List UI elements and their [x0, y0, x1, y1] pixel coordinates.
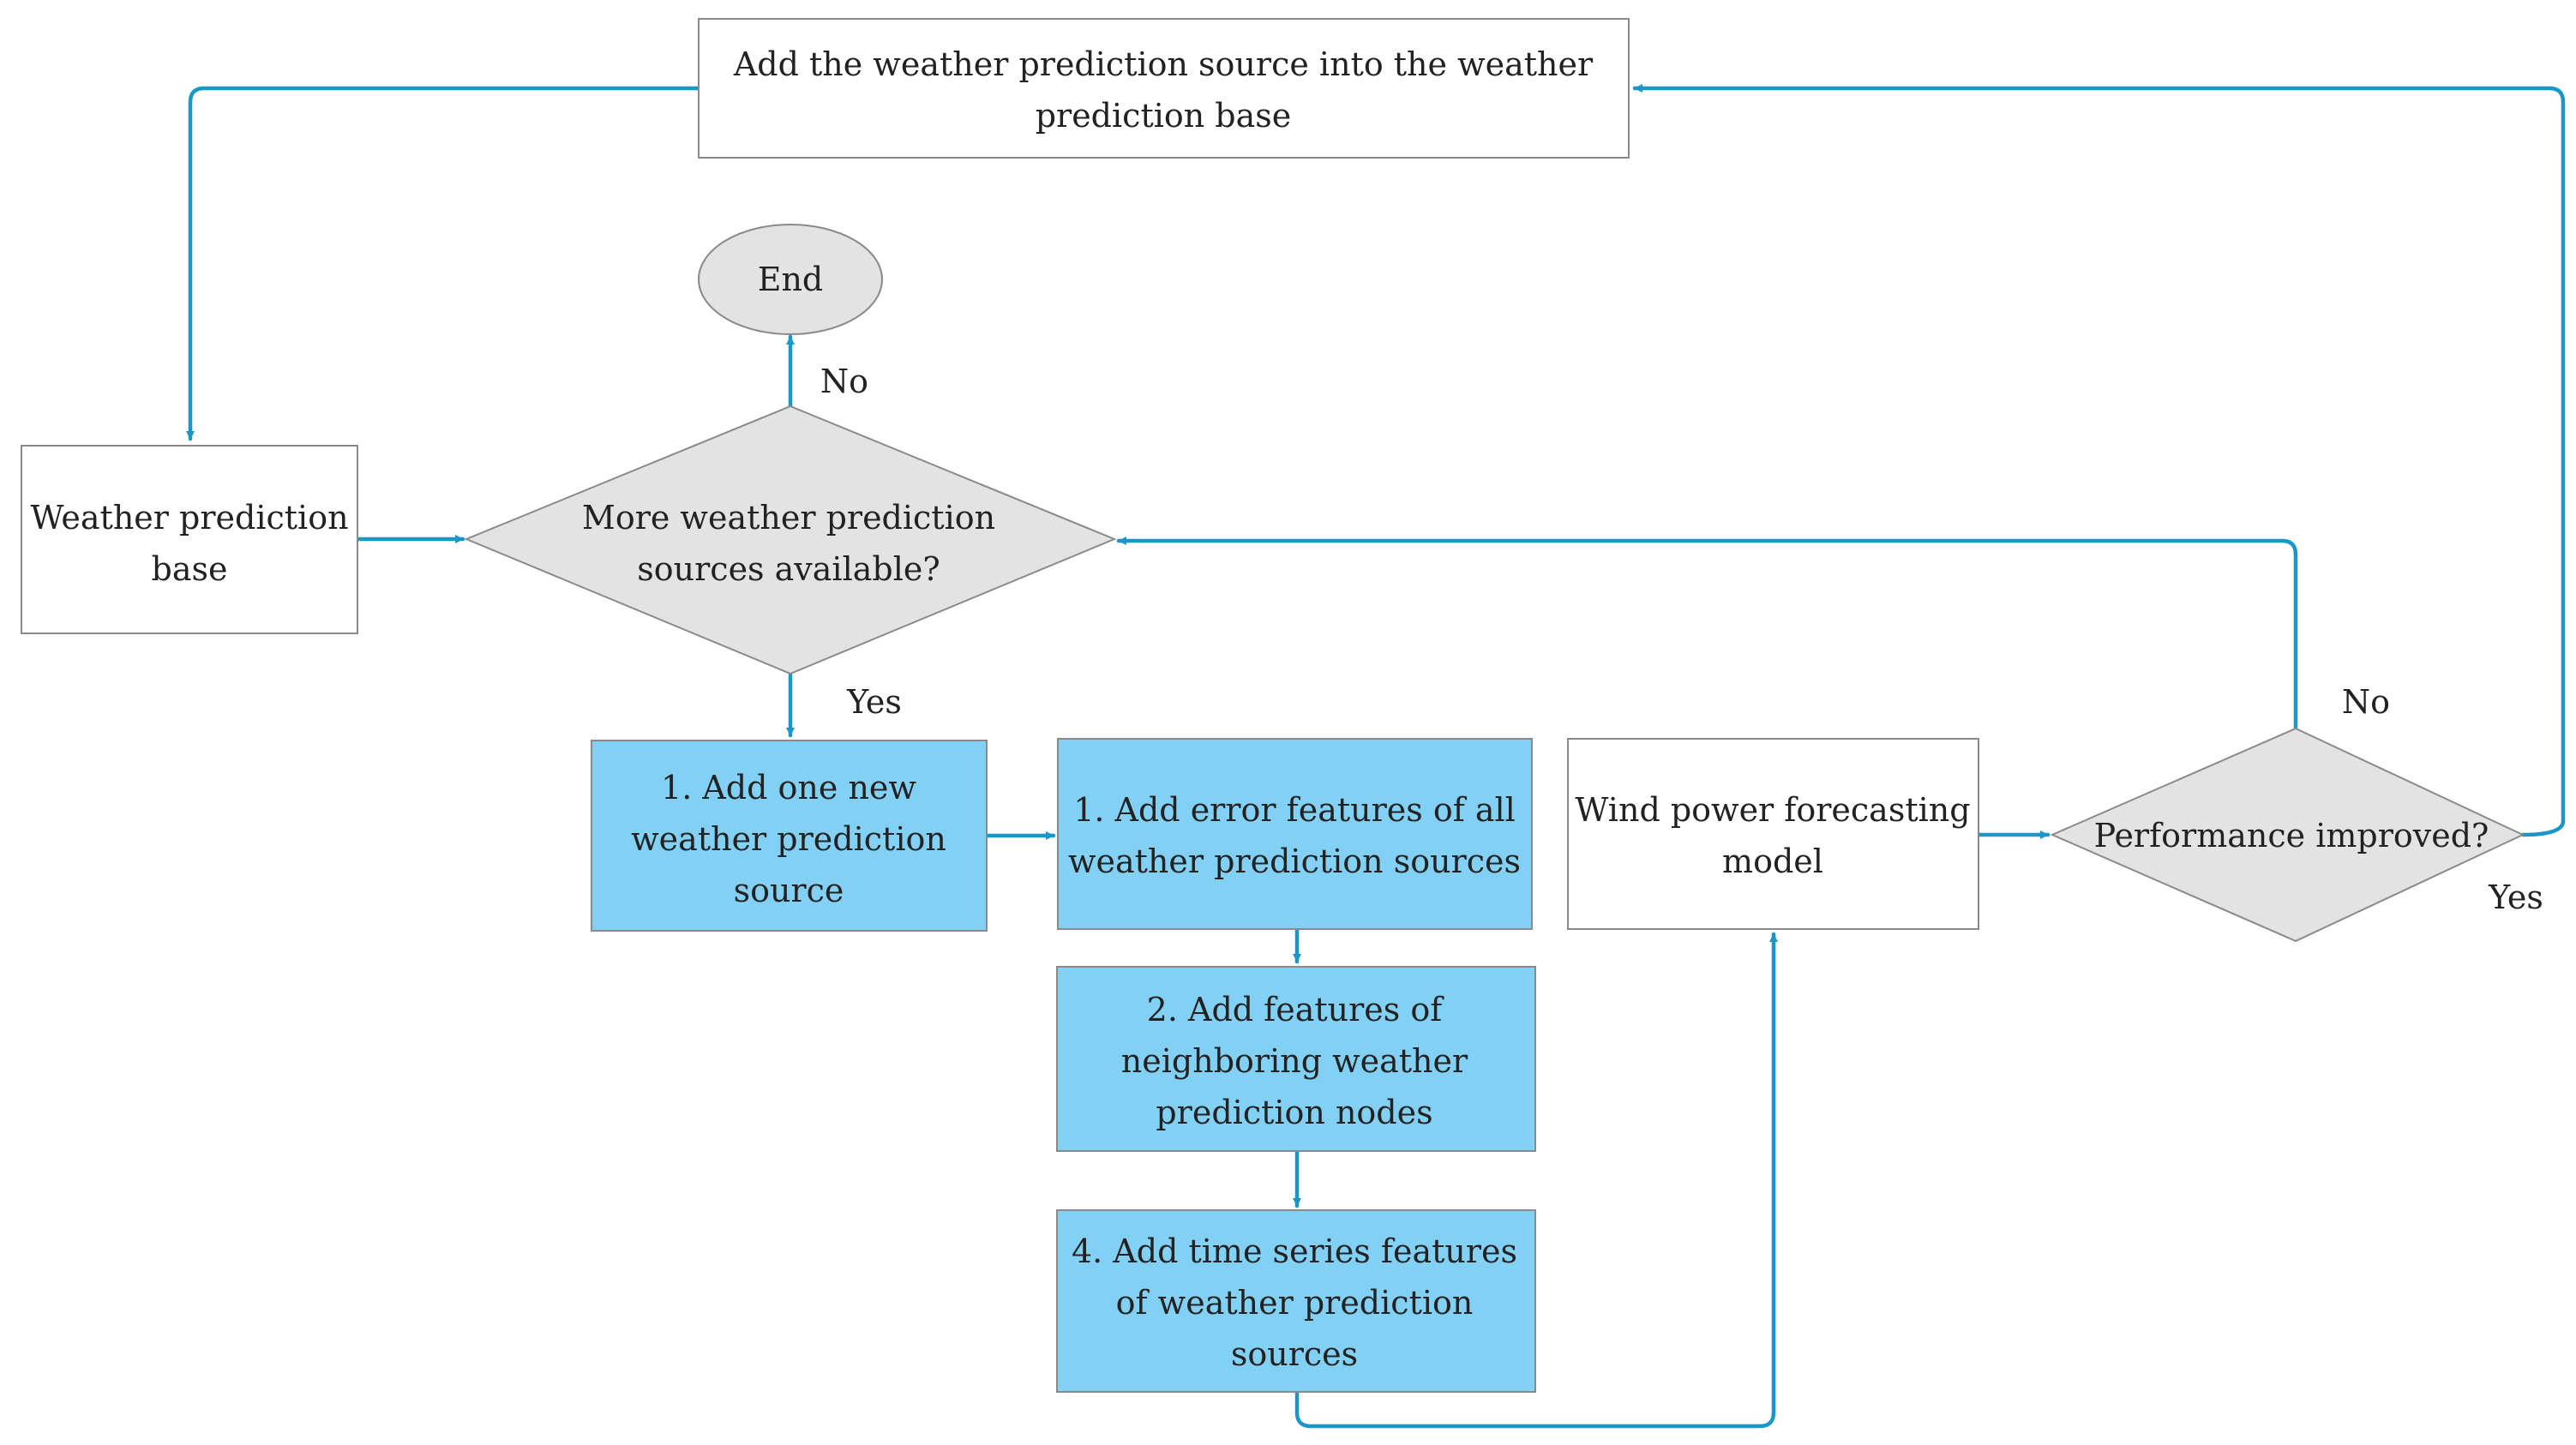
arrow-performance-yes-to-add-to-base	[1632, 84, 2566, 837]
node-label-line: 2. Add features of	[1147, 991, 1445, 1028]
node-add-error-features[interactable]: 1. Add error features of all weather pred…	[1057, 738, 1533, 930]
node-label-line: model	[1722, 842, 1823, 880]
node-add-neighbor-features-label: 2. Add features of neighboring weather pre…	[1121, 991, 1468, 1131]
node-add-new-source[interactable]: 1. Add one new weather prediction source	[591, 740, 988, 932]
node-add-source-to-base-label: Add the weather prediction source into t…	[733, 45, 1594, 135]
node-label-line: weather prediction sources	[1068, 842, 1521, 880]
node-add-source-to-base[interactable]: Add the weather prediction source into t…	[698, 18, 1630, 159]
node-add-new-source-label: 1. Add one new weather prediction source	[631, 769, 946, 909]
node-end-label: End	[758, 261, 824, 298]
node-more-sources-label: More weather prediction sources available…	[582, 499, 995, 588]
node-label-line: base	[152, 550, 228, 588]
node-add-timeseries-features-label: 4. Add time series features of weather pr…	[1072, 1232, 1517, 1373]
node-label-line: More weather prediction	[582, 499, 995, 537]
node-label-line: Performance improved?	[2094, 817, 2489, 854]
edge-label-more-no: No	[820, 363, 868, 400]
node-label-line: 1. Add error features of all	[1073, 791, 1516, 829]
node-label-line: sources	[1231, 1335, 1358, 1373]
node-label-line: neighboring weather	[1121, 1042, 1468, 1080]
node-add-neighbor-features[interactable]: 2. Add features of neighboring weather pre…	[1056, 966, 1536, 1152]
flowchart-edge-labels: No Yes No Yes	[820, 363, 2543, 916]
node-weather-base-label: Weather prediction base	[30, 499, 348, 588]
node-label-line: sources available?	[637, 550, 940, 588]
node-wind-model-label: Wind power forecasting model	[1575, 791, 1970, 880]
node-label-line: source	[734, 872, 844, 909]
node-label-line: End	[758, 261, 824, 298]
node-add-timeseries-features[interactable]: 4. Add time series features of weather pr…	[1056, 1209, 1536, 1393]
node-label-line: Weather prediction	[30, 499, 348, 537]
edge-label-more-yes: Yes	[846, 683, 902, 721]
node-performance-decision[interactable]: Performance improved?	[2050, 727, 2525, 943]
flowchart-edges	[186, 84, 2566, 1429]
node-label-line: weather prediction	[631, 820, 946, 858]
flowchart-nodes: Add the weather prediction source into t…	[21, 18, 2525, 1393]
arrow-add-to-base-to-weather-base	[186, 86, 701, 441]
node-end[interactable]: End	[698, 224, 883, 335]
node-wind-model[interactable]: Wind power forecasting model	[1567, 738, 1979, 930]
node-label-line: prediction nodes	[1156, 1094, 1432, 1131]
node-performance-label: Performance improved?	[2094, 817, 2489, 854]
node-weather-base[interactable]: Weather prediction base	[21, 445, 358, 634]
node-label-line: Wind power forecasting	[1575, 791, 1970, 829]
edge-label-perf-yes: Yes	[2488, 878, 2543, 916]
node-label-line: Add the weather prediction source into t…	[733, 45, 1594, 83]
arrow-timeseries-to-wind-model	[1294, 932, 1778, 1429]
node-label-line: prediction base	[1036, 97, 1292, 135]
node-add-error-features-label: 1. Add error features of all weather pred…	[1068, 791, 1521, 880]
node-label-line: of weather prediction	[1116, 1284, 1474, 1322]
node-label-line: 1. Add one new	[661, 769, 916, 806]
node-label-line: 4. Add time series features	[1072, 1232, 1517, 1270]
node-more-sources-decision[interactable]: More weather prediction sources available…	[464, 405, 1117, 675]
arrow-performance-no-to-decision	[1116, 537, 2298, 731]
edge-label-perf-no: No	[2342, 683, 2390, 721]
